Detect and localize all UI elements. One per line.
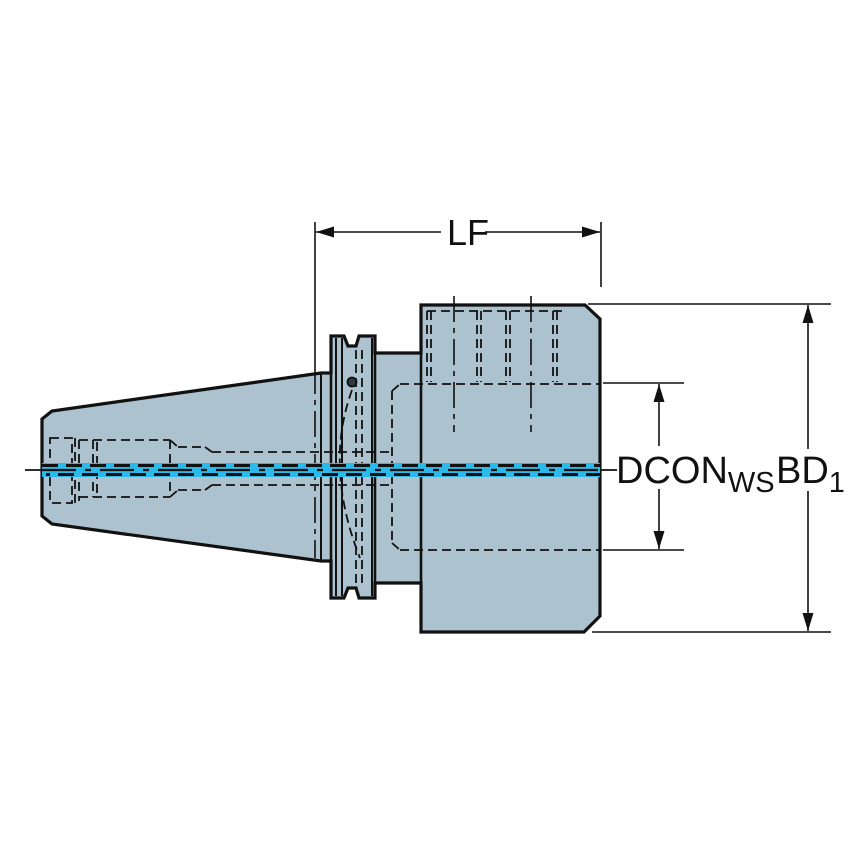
- bd-main-text: BD: [776, 450, 829, 492]
- coolant-channel-highlight: [25, 463, 617, 477]
- dimension-label-lf: LF: [447, 215, 489, 251]
- lf-arrow-left: [316, 226, 334, 238]
- bd1-arrow-down: [802, 613, 814, 631]
- bd1-arrow-up: [802, 305, 814, 323]
- bd-subscript-text: 1: [828, 467, 845, 499]
- lf-text: LF: [447, 212, 490, 253]
- dimension-bd1: [588, 303, 831, 633]
- dimension-label-bd1: BD1: [776, 450, 845, 498]
- lf-arrow-right: [582, 226, 600, 238]
- dcon-arrow-down: [653, 531, 665, 549]
- dimension-lf: [314, 222, 602, 368]
- dcon-arrow-up: [653, 384, 665, 402]
- dcon-main-text: DCON: [616, 450, 728, 492]
- dcon-subscript-text: WS: [727, 467, 775, 499]
- dimension-dcon-ws: [603, 382, 684, 551]
- dimension-label-dcon-ws: DCONWS: [616, 450, 775, 498]
